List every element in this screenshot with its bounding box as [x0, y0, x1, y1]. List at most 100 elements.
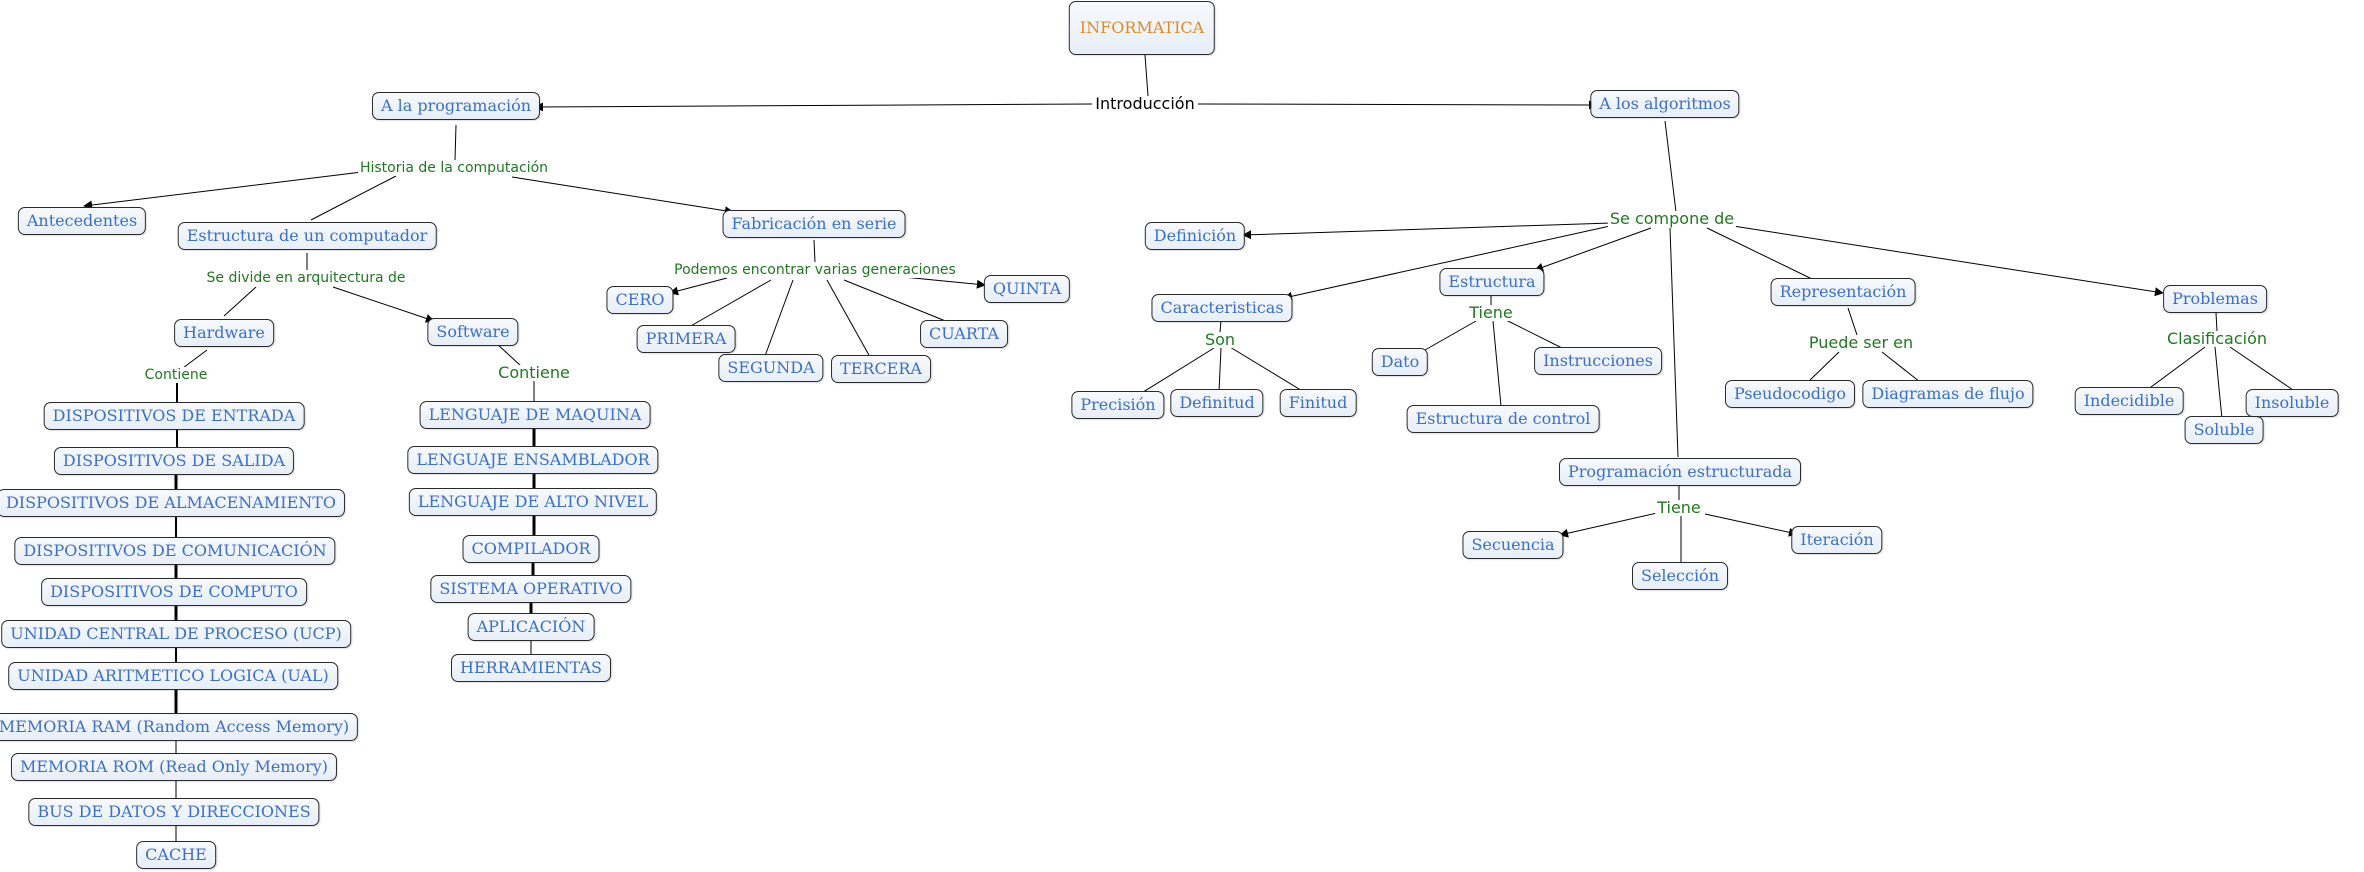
node-problemas[interactable]: Problemas: [2163, 285, 2267, 313]
node-hw-item[interactable]: DISPOSITIVOS DE COMPUTO: [41, 578, 307, 606]
node-fabricacion-serie[interactable]: Fabricación en serie: [722, 210, 906, 238]
node-cero[interactable]: CERO: [606, 286, 674, 314]
connector-arrow: [902, 276, 986, 289]
connector-arrow: [1242, 222, 1612, 240]
node-sw-item[interactable]: LENGUAJE ENSAMBLADOR: [407, 446, 659, 474]
link-son: Son: [1202, 330, 1238, 349]
link-tiene-estructura: Tiene: [1467, 303, 1515, 322]
node-estructura[interactable]: Estructura: [1439, 268, 1545, 296]
node-hardware[interactable]: Hardware: [174, 319, 274, 347]
node-software[interactable]: Software: [427, 318, 519, 346]
link-se-compone: Se compone de: [1607, 209, 1737, 228]
node-segunda[interactable]: SEGUNDA: [718, 354, 824, 382]
node-programacion-estructurada[interactable]: Programación estructurada: [1558, 458, 1802, 486]
node-sw-item[interactable]: COMPILADOR: [462, 535, 600, 563]
node-diagramas-flujo[interactable]: Diagramas de flujo: [1862, 380, 2034, 408]
connector-line: [2214, 346, 2223, 420]
connector-line: [1218, 347, 1222, 393]
connector-line: [826, 279, 871, 358]
link-puede-ser: Puede ser en: [1806, 333, 1916, 352]
connector-arrow: [1559, 512, 1658, 538]
node-a-los-algoritmos[interactable]: A los algoritmos: [1590, 90, 1740, 118]
connector-line: [813, 239, 816, 263]
node-primera[interactable]: PRIMERA: [636, 325, 736, 353]
node-soluble[interactable]: Soluble: [2184, 416, 2264, 444]
connector-line: [182, 349, 208, 369]
node-hw-item[interactable]: MEMORIA RAM (Random Access Memory): [0, 713, 359, 741]
node-dato[interactable]: Dato: [1371, 348, 1429, 376]
connector-line: [1219, 319, 1222, 333]
node-instrucciones[interactable]: Instrucciones: [1534, 347, 1662, 375]
node-secuencia[interactable]: Secuencia: [1462, 531, 1564, 559]
node-estructura-control[interactable]: Estructura de control: [1406, 405, 1600, 433]
link-se-divide: Se divide en arquitectura de: [204, 270, 408, 286]
node-cuarta[interactable]: CUARTA: [920, 320, 1008, 348]
node-finitud[interactable]: Finitud: [1279, 389, 1357, 417]
connector-line: [843, 279, 949, 323]
connector-line: [223, 286, 257, 317]
node-indecidible[interactable]: Indecidible: [2074, 387, 2184, 415]
connector-arrow: [1283, 225, 1611, 301]
connector-line: [1492, 320, 1502, 407]
node-sw-item[interactable]: APLICACIÓN: [467, 613, 595, 641]
node-quinta[interactable]: QUINTA: [983, 275, 1071, 303]
node-hw-item[interactable]: MEMORIA ROM (Read Only Memory): [10, 753, 338, 781]
link-clasificacion: Clasificación: [2164, 329, 2270, 348]
connector-arrow: [1704, 513, 1798, 537]
connector-arrow: [1732, 225, 2164, 297]
connector-line: [688, 279, 772, 328]
node-tercera[interactable]: TERCERA: [831, 355, 931, 383]
connector-arrow: [511, 176, 734, 216]
connector-line: [1229, 346, 1305, 393]
connector-line: [1847, 307, 1858, 336]
connector-arrow: [332, 286, 435, 323]
connector-line: [1669, 227, 1679, 458]
node-a-la-programacion[interactable]: A la programación: [371, 92, 541, 120]
node-pseudocodigo[interactable]: Pseudocodigo: [1724, 380, 1856, 408]
connector-line: [2229, 346, 2297, 393]
node-informatica[interactable]: INFORMATICA: [1068, 1, 1216, 55]
node-antecedentes[interactable]: Antecedentes: [17, 207, 147, 235]
link-introduccion: Introducción: [1093, 94, 1197, 113]
node-sw-item[interactable]: LENGUAJE DE ALTO NIVEL: [408, 488, 658, 516]
node-caracteristicas[interactable]: Caracteristicas: [1151, 294, 1293, 322]
node-hw-item[interactable]: BUS DE DATOS Y DIRECCIONES: [28, 798, 320, 826]
node-seleccion[interactable]: Selección: [1632, 562, 1728, 590]
connector-arrow: [534, 102, 1093, 112]
connector-arrow: [669, 277, 728, 296]
connector-line: [764, 279, 794, 357]
connector-line: [1807, 351, 1840, 383]
link-contiene-hardware: Contiene: [142, 367, 210, 383]
connector-line: [2215, 312, 2218, 332]
connector-line: [1881, 351, 1921, 383]
node-iteracion[interactable]: Iteración: [1791, 526, 1883, 554]
node-sw-item[interactable]: LENGUAJE DE MAQUINA: [419, 401, 651, 429]
node-definitud[interactable]: Definitud: [1170, 389, 1264, 417]
node-sw-item[interactable]: SISTEMA OPERATIVO: [430, 575, 632, 603]
connector-line: [495, 342, 522, 367]
connector-line: [454, 124, 457, 161]
connector-line: [1664, 120, 1677, 213]
node-representacion[interactable]: Representación: [1770, 278, 1916, 306]
node-hw-item[interactable]: DISPOSITIVOS DE SALIDA: [53, 447, 295, 475]
connector-arrow: [1534, 227, 1652, 272]
node-hw-item[interactable]: DISPOSITIVOS DE COMUNICACIÓN: [14, 537, 336, 565]
node-hw-item[interactable]: DISPOSITIVOS DE ALMACENAMIENTO: [0, 489, 346, 517]
connector-line: [1706, 227, 1813, 280]
connector-line: [310, 175, 397, 221]
link-historia: Historia de la computación: [357, 160, 551, 176]
link-tiene-programacion: Tiene: [1655, 498, 1703, 517]
node-hw-item[interactable]: UNIDAD ARITMETICO LOGICA (UAL): [8, 662, 338, 690]
link-contiene-software: Contiene: [496, 363, 572, 382]
node-estructura-computador[interactable]: Estructura de un computador: [177, 222, 437, 250]
node-hw-item[interactable]: DISPOSITIVOS DE ENTRADA: [43, 402, 305, 430]
node-hw-item[interactable]: CACHE: [136, 841, 216, 869]
node-definicion[interactable]: Definición: [1144, 222, 1246, 250]
node-precision[interactable]: Precisión: [1071, 391, 1165, 419]
node-sw-item[interactable]: HERRAMIENTAS: [451, 654, 611, 682]
node-insoluble[interactable]: Insoluble: [2245, 389, 2339, 417]
node-hw-item[interactable]: UNIDAD CENTRAL DE PROCESO (UCP): [1, 620, 351, 648]
connector-line: [1139, 347, 1215, 395]
